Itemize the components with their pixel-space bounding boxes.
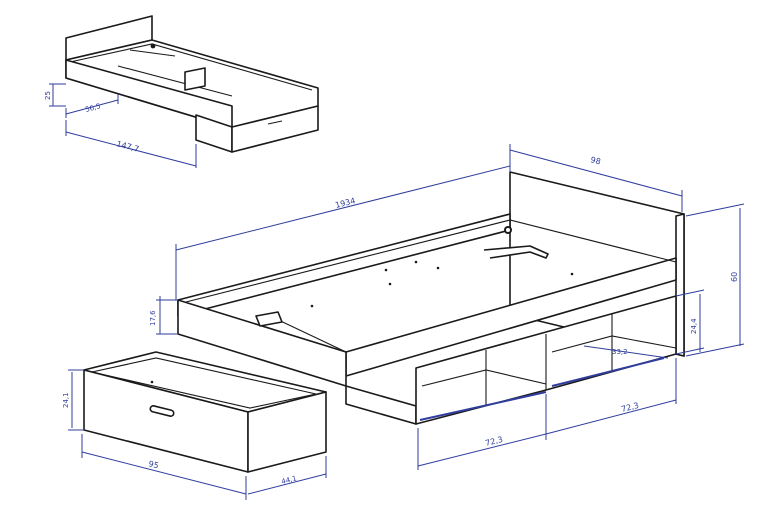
small-height-label: 25 xyxy=(44,91,52,100)
drawer-height-label: 24,1 xyxy=(62,392,70,408)
headboard-bracket xyxy=(483,245,549,259)
bed-base-front xyxy=(345,385,417,425)
drawer-depth-label: 44,1 xyxy=(281,474,298,486)
dim-side-height: 17,6 xyxy=(149,296,178,335)
cubby-base-highlight-a xyxy=(419,391,547,421)
dim-head-height: 60 xyxy=(685,203,745,357)
drawer-dim-height: 24,1 xyxy=(62,369,84,431)
small-dim-extension: 147,7 xyxy=(65,120,197,168)
drawer-width-label: 95 xyxy=(148,459,160,470)
dim-width: 98 xyxy=(509,144,683,212)
cubby-depth-label: 33,2 xyxy=(612,348,628,356)
dim-length: 1934 xyxy=(175,160,511,300)
cubby-base-highlight-b xyxy=(551,357,665,387)
dim-cubby-height: 24,4 xyxy=(675,289,705,355)
cubby-width-a-label: 72,3 xyxy=(484,435,503,448)
small-headboard-hole xyxy=(150,43,156,49)
cubby-shelf-a xyxy=(421,369,547,387)
back-rail xyxy=(177,213,511,317)
screw-holes xyxy=(310,260,574,308)
cubby-width-b-label: 72,3 xyxy=(620,401,639,414)
small-bracket xyxy=(129,49,176,57)
width-label: 98 xyxy=(590,155,602,166)
small-extension-label: 147,7 xyxy=(115,139,139,154)
small-dim-height: 25 xyxy=(44,83,66,107)
small-dim-depth: 56,5 xyxy=(65,94,119,118)
cubby-shelf-b xyxy=(551,335,677,353)
small-drawer-handle xyxy=(267,120,283,125)
drawer-dim-width: 95 xyxy=(81,434,247,500)
small-front-rail xyxy=(65,59,233,129)
drawer-side-panel xyxy=(247,391,327,473)
drawer-dim-depth: 44,1 xyxy=(247,456,327,495)
main-bed-view: 1934 98 60 17,6 24,4 xyxy=(149,144,745,470)
dim-cubby-width-b: 72,3 xyxy=(545,358,677,440)
small-divider xyxy=(184,67,206,91)
headboard-edge xyxy=(675,213,685,357)
dim-cubby-depth: 33,2 xyxy=(583,345,669,359)
platform-inner-edge xyxy=(185,219,677,303)
side-height-label: 17,6 xyxy=(149,310,157,326)
dim-cubby-width-a: 72,3 xyxy=(417,394,547,470)
drawer-handle xyxy=(149,405,175,417)
head-height-label: 60 xyxy=(730,272,739,282)
small-depth-label: 56,5 xyxy=(84,102,101,114)
headboard-grommet-inner xyxy=(506,228,510,232)
front-bracket xyxy=(255,311,283,327)
drawer-view: 24,1 95 44,1 xyxy=(62,351,327,500)
small-drawer-face xyxy=(231,105,319,153)
small-slat-rail xyxy=(117,65,233,97)
drawer-screw-hole xyxy=(150,380,154,384)
small-bed-view: 25 56,5 147,7 xyxy=(44,15,319,168)
cubby-height-label: 24,4 xyxy=(690,318,698,334)
